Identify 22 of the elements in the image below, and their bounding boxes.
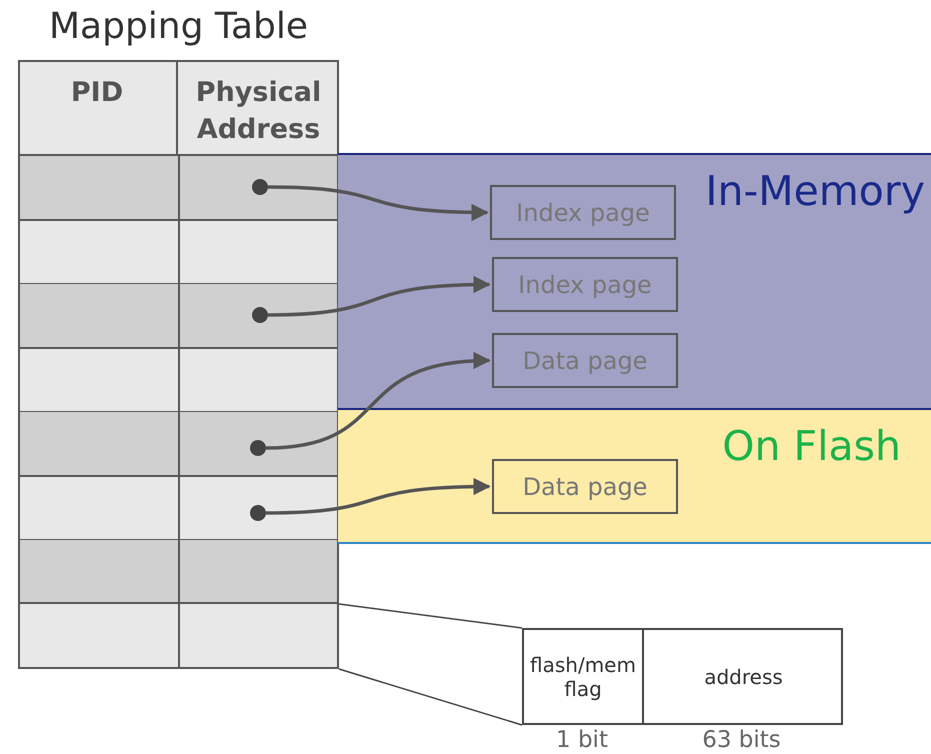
region-title: On Flash: [722, 422, 901, 470]
table-title: Mapping Table: [48, 6, 310, 47]
bit-width-label: 63 bits: [701, 727, 782, 753]
arrow: [266, 478, 491, 515]
field-label: address: [703, 664, 784, 688]
arrow: [268, 185, 489, 221]
region-band: [338, 408, 931, 544]
page-box: Index page: [490, 185, 676, 240]
bit-field-box: [522, 628, 843, 725]
region-band: [338, 153, 931, 409]
zoom-line: [338, 668, 522, 726]
page-box: Index page: [492, 257, 678, 312]
field-label: flash/mem flag: [529, 652, 637, 700]
region-title: In-Memory: [705, 167, 925, 215]
bit-width-label: 1 bit: [555, 727, 609, 753]
page-box: Data page: [492, 333, 678, 388]
zoom-line: [338, 603, 522, 629]
arrow: [266, 352, 491, 450]
column-header: Physical Address: [194, 76, 322, 147]
page-box: Data page: [492, 459, 678, 514]
arrow: [268, 276, 491, 317]
column-header: PID: [70, 76, 124, 110]
